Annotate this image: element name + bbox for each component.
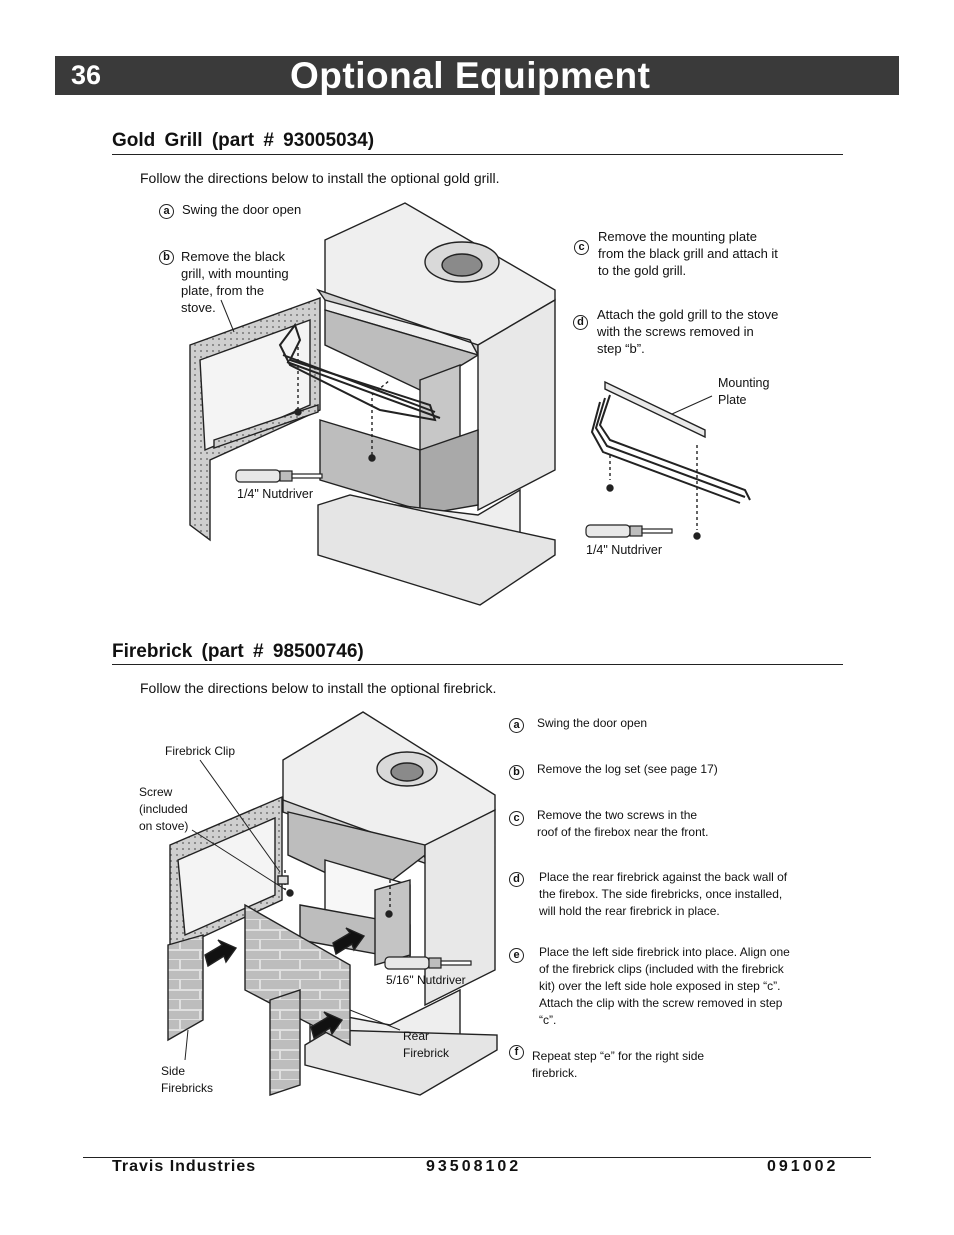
firebrick-intro: Follow the directions below to install t…: [140, 680, 497, 696]
footer-part-number: 93508102: [426, 1158, 522, 1175]
section-title-gold-grill: Gold Grill (part # 93005034): [112, 130, 375, 151]
gold-grill-step-a: Swing the door open: [182, 202, 302, 217]
step-letter-c: c: [574, 240, 589, 255]
firebrick-step-f: Repeat step “e” for the right side fireb…: [532, 1049, 705, 1080]
gold-grill-stove-illustration: [189, 202, 556, 606]
side-firebricks-label: Side Firebricks: [161, 1064, 214, 1095]
gold-grill-step-c: Remove the mounting plate from the black…: [598, 229, 778, 278]
gold-grill-parts-illustration: [590, 380, 751, 540]
firebrick-clip-label: Firebrick Clip: [165, 744, 236, 758]
firebrick-step-c: Remove the two screws in the roof of the…: [537, 808, 709, 839]
footer-company: Travis Industries: [112, 1158, 257, 1175]
firebrick-step-a: Swing the door open: [537, 716, 648, 730]
section-rule: [112, 154, 843, 155]
firebrick-step-e: Place the left side firebrick into place…: [539, 945, 790, 1027]
header-bar: [55, 56, 899, 95]
firebrick-stove-illustration: [167, 711, 498, 1096]
nutdriver-5-16-illustration: [384, 956, 472, 970]
page-title: Optional Equipment: [290, 55, 651, 96]
nutdriver-left-label: 1/4" Nutdriver: [237, 487, 313, 501]
page-number: 36: [71, 60, 102, 90]
gold-grill-intro: Follow the directions below to install t…: [140, 170, 500, 186]
firebrick-step-b: Remove the log set (see page 17): [537, 762, 718, 776]
nutdriver-right-label: 1/4" Nutdriver: [586, 543, 662, 557]
footer-rule: [83, 1157, 871, 1158]
step-letter-d: d: [509, 872, 524, 887]
firebrick-step-d: Place the rear firebrick against the bac…: [539, 870, 788, 918]
step-letter-b: b: [509, 765, 524, 780]
step-letter-d: d: [573, 315, 588, 330]
step-letter-f: f: [509, 1045, 524, 1060]
step-letter-b: b: [159, 250, 174, 265]
mounting-plate-label: Mounting Plate: [718, 376, 770, 407]
nutdriver-left-illustration: [235, 469, 323, 483]
nutdriver-right-illustration: [585, 524, 673, 538]
section-rule: [112, 664, 843, 665]
nutdriver-5-16-label: 5/16" Nutdriver: [386, 973, 466, 987]
section-title-firebrick: Firebrick (part # 98500746): [112, 641, 364, 662]
screw-label: Screw (included on stove): [139, 785, 189, 833]
gold-grill-step-d: Attach the gold grill to the stove with …: [597, 307, 779, 356]
step-letter-a: a: [509, 718, 524, 733]
footer-date: 091002: [767, 1158, 839, 1175]
gold-grill-step-b: Remove the black grill, with mounting pl…: [181, 249, 289, 315]
step-letter-a: a: [159, 204, 174, 219]
firebrick-leader-lines: [184, 759, 401, 1061]
leader-line: [220, 299, 235, 333]
step-letter-e: e: [509, 948, 524, 963]
step-letter-c: c: [509, 811, 524, 826]
rear-firebrick-label: Rear Firebrick: [403, 1029, 450, 1060]
